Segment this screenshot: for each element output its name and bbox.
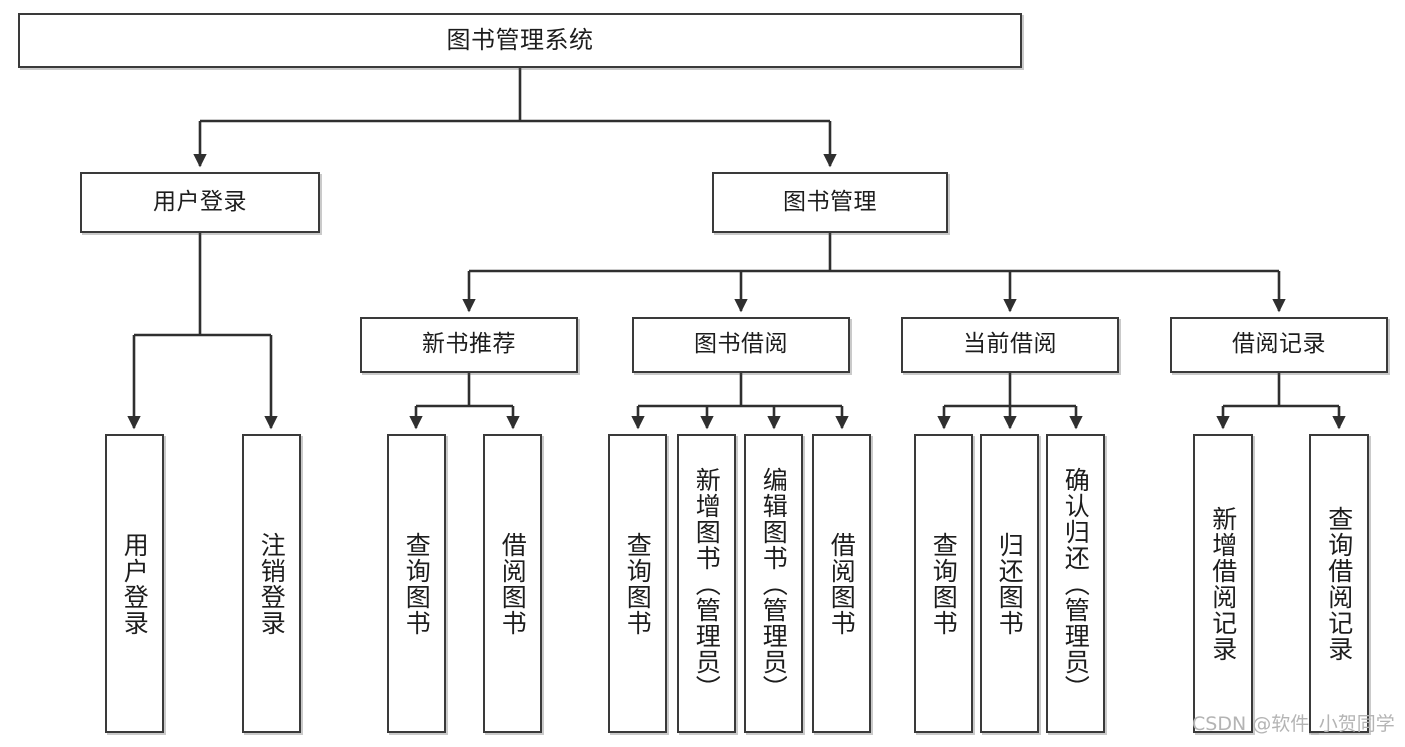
node-label: 图书管理系统 <box>446 26 594 55</box>
node-label: 查询图书 <box>402 531 432 636</box>
node-label: 借阅图书 <box>498 531 528 636</box>
node-label: 借阅记录 <box>1232 331 1326 358</box>
node-label: 编辑图书（管理员） <box>759 466 789 701</box>
node-label: 用户登录 <box>120 531 150 636</box>
node-label: 当前借阅 <box>963 331 1057 358</box>
node-leaf-query-book-2[interactable]: 查询图书 <box>608 434 667 733</box>
node-leaf-confirm-return[interactable]: 确认归还（管理员） <box>1046 434 1105 733</box>
node-label: 查询图书 <box>929 531 959 636</box>
node-label: 新增图书（管理员） <box>692 466 722 701</box>
node-label: 注销登录 <box>257 531 287 636</box>
node-user-login[interactable]: 用户登录 <box>80 172 320 233</box>
node-leaf-return-book[interactable]: 归还图书 <box>980 434 1039 733</box>
node-label: 确认归还（管理员） <box>1061 466 1091 701</box>
node-leaf-query-book-3[interactable]: 查询图书 <box>914 434 973 733</box>
node-book-manage[interactable]: 图书管理 <box>712 172 948 233</box>
node-leaf-edit-book[interactable]: 编辑图书（管理员） <box>744 434 803 733</box>
node-leaf-add-book[interactable]: 新增图书（管理员） <box>677 434 736 733</box>
node-label: 归还图书 <box>995 531 1025 636</box>
node-label: 图书管理 <box>783 188 877 215</box>
watermark-text: CSDN @软件_小贺同学 <box>1192 713 1395 735</box>
node-leaf-add-record[interactable]: 新增借阅记录 <box>1193 434 1253 733</box>
node-label: 图书借阅 <box>694 331 788 358</box>
node-current-borrow[interactable]: 当前借阅 <box>901 317 1119 373</box>
node-leaf-query-book-1[interactable]: 查询图书 <box>387 434 446 733</box>
node-label: 查询图书 <box>623 531 653 636</box>
node-leaf-borrow-book-1[interactable]: 借阅图书 <box>483 434 542 733</box>
node-leaf-logout-login[interactable]: 注销登录 <box>242 434 301 733</box>
node-label: 新书推荐 <box>422 331 516 358</box>
node-book-borrow[interactable]: 图书借阅 <box>632 317 850 373</box>
node-leaf-user-login[interactable]: 用户登录 <box>105 434 164 733</box>
node-leaf-query-record[interactable]: 查询借阅记录 <box>1309 434 1369 733</box>
node-root-system[interactable]: 图书管理系统 <box>18 13 1022 68</box>
node-new-book-rec[interactable]: 新书推荐 <box>360 317 578 373</box>
node-label: 用户登录 <box>153 188 247 215</box>
node-label: 借阅图书 <box>827 531 857 636</box>
node-leaf-borrow-book-2[interactable]: 借阅图书 <box>812 434 871 733</box>
node-label: 新增借阅记录 <box>1208 505 1238 662</box>
node-borrow-record[interactable]: 借阅记录 <box>1170 317 1388 373</box>
node-label: 查询借阅记录 <box>1324 505 1354 662</box>
